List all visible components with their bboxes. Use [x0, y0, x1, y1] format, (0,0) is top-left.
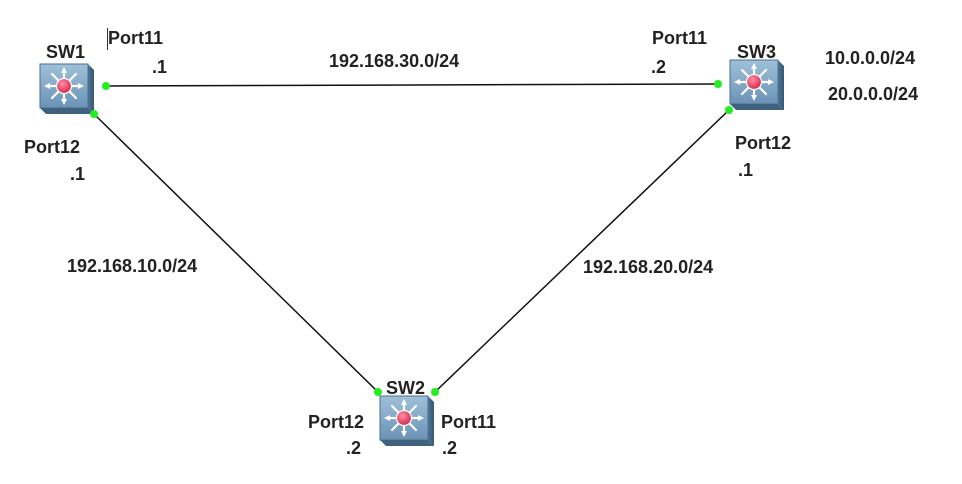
sw2-name[interactable]: SW2 [386, 378, 426, 398]
sw1-port11-ip: .1 [152, 57, 168, 77]
sw3-port11-ip: .2 [651, 57, 667, 77]
sw3-port11-dot [714, 80, 722, 88]
sw2-port11-dot [431, 388, 439, 396]
link-sw2-sw3[interactable] [434, 109, 730, 393]
link-sw1-sw3[interactable] [105, 83, 719, 87]
sw1-name[interactable]: SW1 [46, 42, 86, 62]
sw2-port12-dot [374, 388, 382, 396]
text-cursor [107, 28, 108, 50]
subnet-sw1-sw2: 192.168.10.0/24 [67, 256, 198, 276]
sw3-port11-label: Port11 [652, 28, 708, 48]
sw2-port12-ip: .2 [346, 438, 362, 458]
sw3-network-1: 10.0.0.0/24 [825, 48, 916, 68]
subnet-sw2-sw3: 192.168.20.0/24 [583, 257, 714, 277]
sw1-port12-ip: .1 [70, 164, 86, 184]
sw2-port11-label: Port11 [441, 412, 497, 432]
sw1-port12-label: Port12 [24, 137, 81, 157]
subnet-sw1-sw3: 192.168.30.0/24 [329, 51, 460, 71]
sw3-network-2: 20.0.0.0/24 [828, 84, 919, 104]
sw3-port12-label: Port12 [735, 133, 792, 153]
sw2-port11-ip: .2 [442, 438, 458, 458]
sw3-port12-ip: .1 [738, 160, 754, 180]
sw2-switch-icon[interactable] [378, 394, 436, 448]
link-sw1-sw2[interactable] [93, 113, 379, 393]
sw1-port11-dot [102, 82, 110, 90]
sw1-port11-label: Port11 [108, 28, 164, 48]
sw3-name[interactable]: SW3 [737, 42, 777, 62]
sw3-port12-dot [725, 106, 733, 114]
sw2-port12-label: Port12 [308, 412, 365, 432]
sw3-switch-icon[interactable] [728, 58, 786, 112]
sw1-switch-icon[interactable] [38, 62, 96, 116]
sw1-port12-dot [90, 110, 98, 118]
